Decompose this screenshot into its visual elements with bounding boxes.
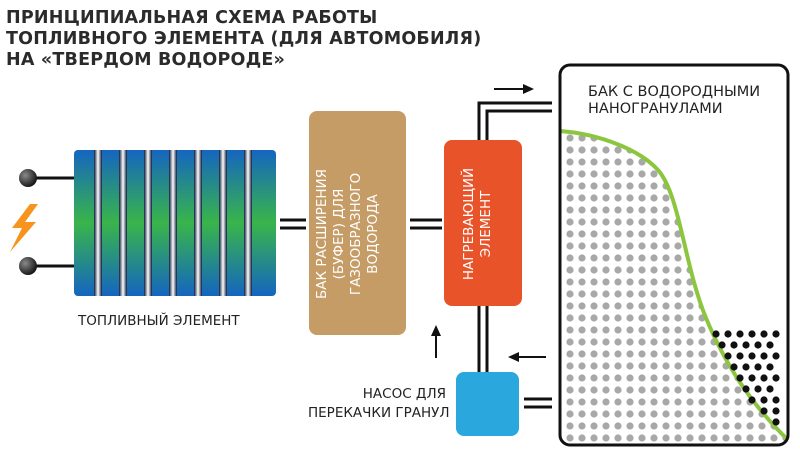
tank-label-line-2: НАНОГРАНУЛАМИ	[588, 101, 723, 117]
arrow-up-icon	[431, 325, 441, 358]
pipe-pump-heater	[477, 306, 489, 372]
heating-element-label: НАГРЕВАЮЩИЙ ЭЛЕМЕНТ	[461, 152, 495, 296]
black-granules	[712, 330, 780, 426]
terminal-top	[19, 169, 74, 187]
pipe-heater-tank	[477, 101, 552, 140]
diagram-title: ПРИНЦИПИАЛЬНАЯ СХЕМА РАБОТЫ ТОПЛИВНОГО Э…	[6, 8, 481, 71]
fuel-cell-stack	[74, 150, 276, 296]
pump-label: НАСОС ДЛЯ ПЕРЕКАЧКИ ГРАНУЛ	[308, 385, 450, 423]
pump-label-line-2: ПЕРЕКАЧКИ ГРАНУЛ	[308, 405, 450, 421]
heating-element	[444, 140, 522, 306]
heater-label-line-2: ЭЛЕМЕНТ	[478, 190, 494, 258]
tank-label-line-1: БАК С ВОДОРОДНЫМИ	[588, 84, 761, 100]
hydrogen-tank	[558, 63, 790, 447]
pipe-fuelcell-buffer	[280, 218, 306, 230]
buffer-tank	[309, 111, 406, 335]
pipe-tank-pump	[524, 397, 552, 409]
buffer-label-line-4: ВОДОРОДА	[365, 194, 381, 274]
heater-label-line-1: НАГРЕВАЮЩИЙ	[461, 167, 477, 281]
buffer-label-line-1: БАК РАСШИРЕНИЯ	[314, 169, 330, 300]
pump-label-line-1: НАСОС ДЛЯ	[362, 386, 446, 402]
pump	[456, 372, 519, 436]
arrow-right-icon	[494, 84, 534, 94]
lightning-icon	[10, 204, 38, 252]
terminal-bottom	[19, 257, 74, 275]
pipe-buffer-heater	[410, 218, 442, 230]
title-line-3: НА «ТВЕРДОМ ВОДОРОДЕ»	[6, 50, 286, 70]
buffer-label-line-3: ГАЗООБРАЗНОГО	[348, 172, 364, 296]
fuel-cell-label: ТОПЛИВНЫЙ ЭЛЕМЕНТ	[78, 313, 240, 329]
buffer-label-line-2: (БУФЕР) ДЛЯ	[331, 188, 347, 280]
arrow-left-icon	[508, 352, 546, 362]
hydrogen-tank-label: БАК С ВОДОРОДНЫМИ НАНОГРАНУЛАМИ	[588, 84, 760, 118]
title-line-2: ТОПЛИВНОГО ЭЛЕМЕНТА (ДЛЯ АВТОМОБИЛЯ)	[6, 29, 482, 49]
title-line-1: ПРИНЦИПИАЛЬНАЯ СХЕМА РАБОТЫ	[6, 8, 378, 28]
buffer-tank-label: БАК РАСШИРЕНИЯ (БУФЕР) ДЛЯ ГАЗООБРАЗНОГО…	[314, 156, 382, 312]
